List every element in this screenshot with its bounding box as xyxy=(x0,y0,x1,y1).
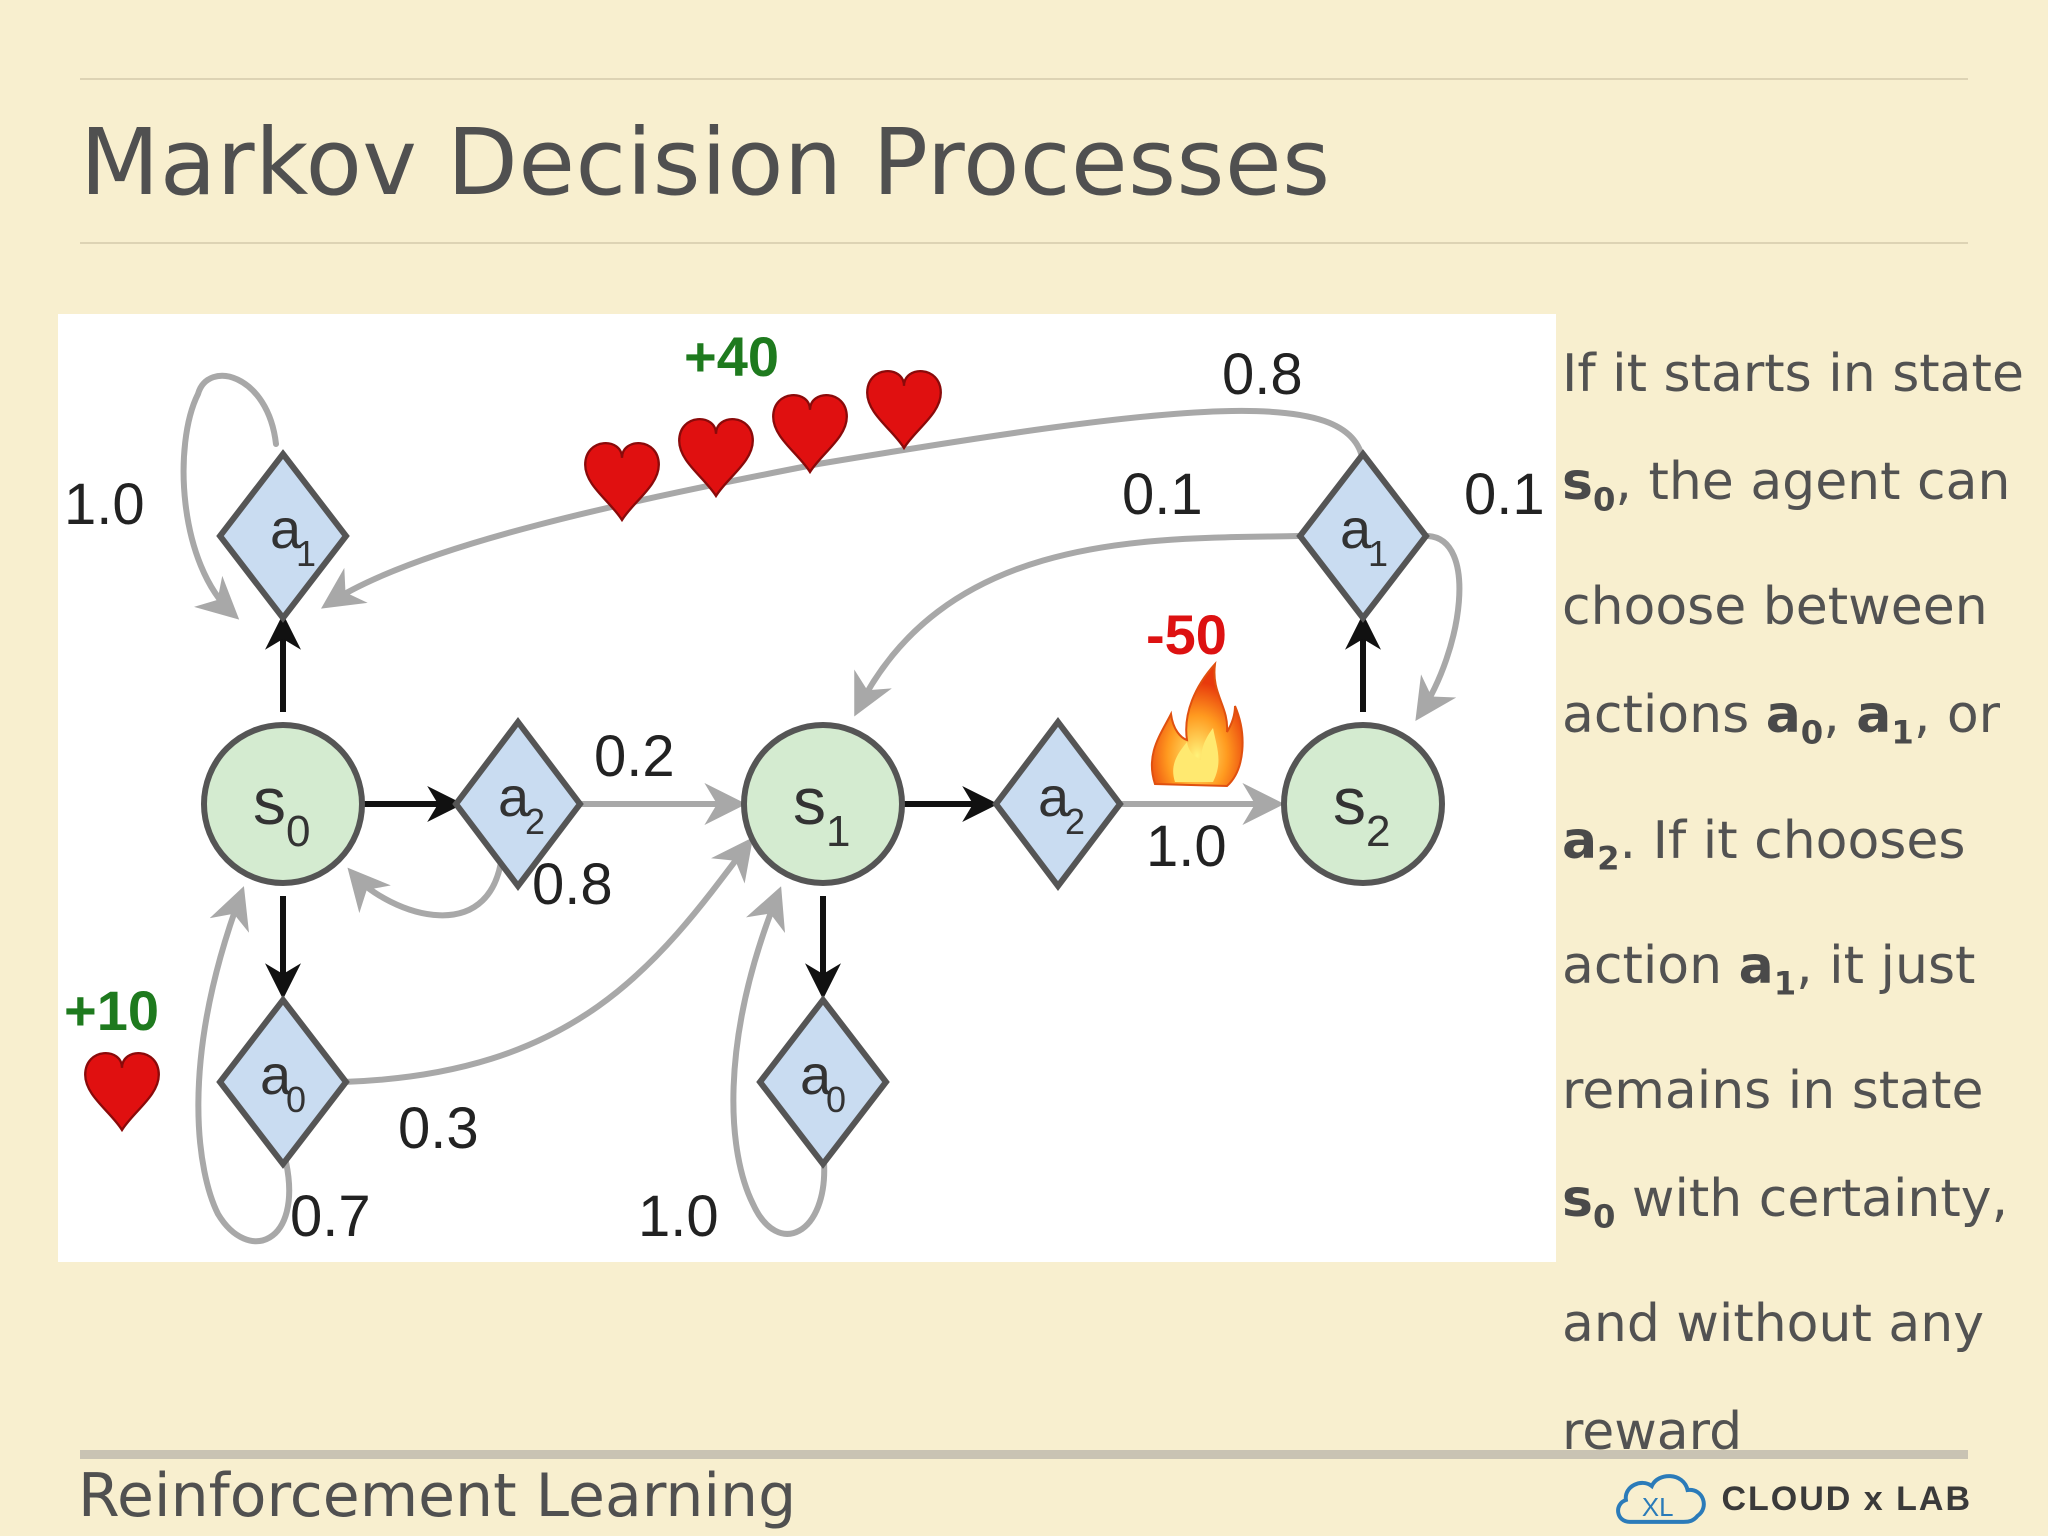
state-s0-ref: s0 xyxy=(1562,1169,1616,1236)
prob-s0-a2-to-s1: 0.2 xyxy=(594,724,675,789)
prob-s0-a0-to-s1: 0.3 xyxy=(398,1096,479,1161)
prob-s1-a2-to-s2: 1.0 xyxy=(1146,814,1227,879)
cloudxlab-logo: XL CLOUD x LAB xyxy=(1612,1468,1972,1530)
svg-text:a: a xyxy=(260,1043,292,1106)
heart-icon xyxy=(84,1052,160,1133)
svg-text:0: 0 xyxy=(286,807,310,856)
action-node-s1-a0: a 0 xyxy=(756,995,890,1169)
action-a2-ref: a2 xyxy=(1562,810,1620,877)
footer-title: Reinforcement Learning xyxy=(78,1461,797,1531)
state-node-s0: s 0 xyxy=(201,722,365,886)
action-node-s0-a2: a 2 xyxy=(452,717,584,891)
svg-text:s: s xyxy=(253,764,286,838)
reward-plus10: +10 xyxy=(64,979,159,1042)
svg-text:1: 1 xyxy=(296,533,316,574)
svg-text:XL: XL xyxy=(1642,1494,1674,1522)
svg-text:0: 0 xyxy=(826,1079,846,1120)
mdp-diagram: a 1 a 2 a 0 a 2 a 0 xyxy=(58,314,1556,1262)
fire-icon xyxy=(1150,660,1244,788)
prob-s2-a1-to-s0: 0.8 xyxy=(1222,342,1303,407)
action-node-s2-a1: a 1 xyxy=(1296,449,1430,623)
prob-s0-a0-to-s0: 0.7 xyxy=(290,1184,371,1249)
logo-text: CLOUD x LAB xyxy=(1721,1479,1972,1518)
slide-title: Markov Decision Processes xyxy=(80,109,1331,216)
edge-s2-a1-to-s0 xyxy=(321,408,1366,609)
svg-text:2: 2 xyxy=(1065,801,1085,842)
prob-s0-a2-to-s0: 0.8 xyxy=(532,852,613,917)
state-node-s1: s 1 xyxy=(741,722,905,886)
svg-text:2: 2 xyxy=(525,801,545,842)
action-node-s1-a2: a 2 xyxy=(992,717,1124,891)
footer-rule xyxy=(80,1450,1968,1459)
svg-text:s: s xyxy=(793,764,826,838)
edge-s2-a1-to-s1 xyxy=(854,533,1301,717)
edge-s1-a0-loop xyxy=(730,886,828,1237)
prob-s2-a1-to-s1: 0.1 xyxy=(1122,462,1203,527)
edge-s2-a1-to-s2 xyxy=(1415,533,1463,722)
svg-text:2: 2 xyxy=(1366,807,1390,856)
svg-text:1: 1 xyxy=(826,807,850,856)
svg-text:a: a xyxy=(270,497,302,560)
state-s0-ref: s0 xyxy=(1562,452,1616,519)
action-node-s0-a0: a 0 xyxy=(216,995,350,1169)
title-underline xyxy=(80,242,1968,244)
heart-icon xyxy=(584,442,660,523)
prob-s2-a1-to-s2: 0.1 xyxy=(1464,462,1545,527)
edge-s0-a0-to-s1 xyxy=(340,837,754,1085)
cloud-icon: XL xyxy=(1616,1474,1706,1524)
heart-icon xyxy=(772,394,848,475)
description-text: If it starts in state s0, the agent can … xyxy=(1562,344,2024,1463)
svg-text:s: s xyxy=(1333,764,1366,838)
top-rule xyxy=(80,78,1968,80)
action-a0-ref: a0 xyxy=(1765,685,1824,752)
mdp-graph: a 1 a 2 a 0 a 2 a 0 xyxy=(64,325,1545,1249)
reward-minus50: -50 xyxy=(1146,603,1227,666)
prob-s0-a1-loop: 1.0 xyxy=(64,472,145,537)
action-node-s0-a1: a 1 xyxy=(216,449,350,623)
svg-text:a: a xyxy=(1038,765,1070,828)
edge-s0-a0-to-s0 xyxy=(195,886,293,1244)
state-node-s2: s 2 xyxy=(1281,722,1445,886)
action-a1-ref: a1 xyxy=(1738,935,1797,1003)
heart-icon xyxy=(866,370,942,451)
svg-text:1: 1 xyxy=(1368,533,1388,574)
svg-text:a: a xyxy=(498,765,530,828)
reward-plus40: +40 xyxy=(684,325,779,388)
svg-text:0: 0 xyxy=(286,1079,306,1120)
svg-text:a: a xyxy=(1340,497,1372,560)
svg-text:a: a xyxy=(800,1043,832,1106)
edge-s0-a2-to-s0 xyxy=(347,841,506,919)
action-a1-ref: a1 xyxy=(1856,685,1914,752)
edge-s0-a1-loop xyxy=(180,373,279,620)
prob-s1-a0-loop: 1.0 xyxy=(638,1184,719,1249)
heart-icon xyxy=(678,418,754,499)
